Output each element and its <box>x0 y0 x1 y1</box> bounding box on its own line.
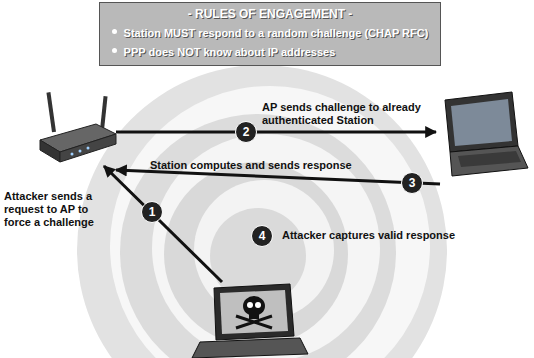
rule-text: PPP does NOT know about IP addresses <box>124 46 336 58</box>
attack-arrow <box>104 166 222 282</box>
step-text: Attacker sends a request to AP to force … <box>4 190 116 229</box>
rule-text: Station MUST respond to a random challen… <box>124 27 429 39</box>
callout-number: 3 <box>401 172 423 194</box>
callout-number: 4 <box>251 225 273 247</box>
response-arrow <box>116 170 440 184</box>
step-text: Station computes and sends response <box>150 159 396 172</box>
challenge-arrow <box>116 131 436 134</box>
access-point <box>40 92 116 162</box>
bullet-row: PPP does NOT know about IP addresses <box>112 42 429 60</box>
rules-title: - RULES OF ENGAGEMENT - <box>112 7 429 22</box>
step-text: Attacker captures valid response <box>282 229 522 242</box>
bullet-dot <box>112 29 117 34</box>
rules-box: - RULES OF ENGAGEMENT - Station MUST resp… <box>99 2 442 66</box>
callout-number: 1 <box>141 201 163 223</box>
station-laptop <box>445 92 528 176</box>
step-text: AP sends challenge to already authentica… <box>262 101 434 127</box>
attacker-laptop <box>192 284 308 358</box>
callout-number: 2 <box>235 121 257 143</box>
bullet-row: Station MUST respond to a random challen… <box>112 23 429 41</box>
swirl-background <box>77 65 447 358</box>
bullet-dot <box>112 48 117 53</box>
